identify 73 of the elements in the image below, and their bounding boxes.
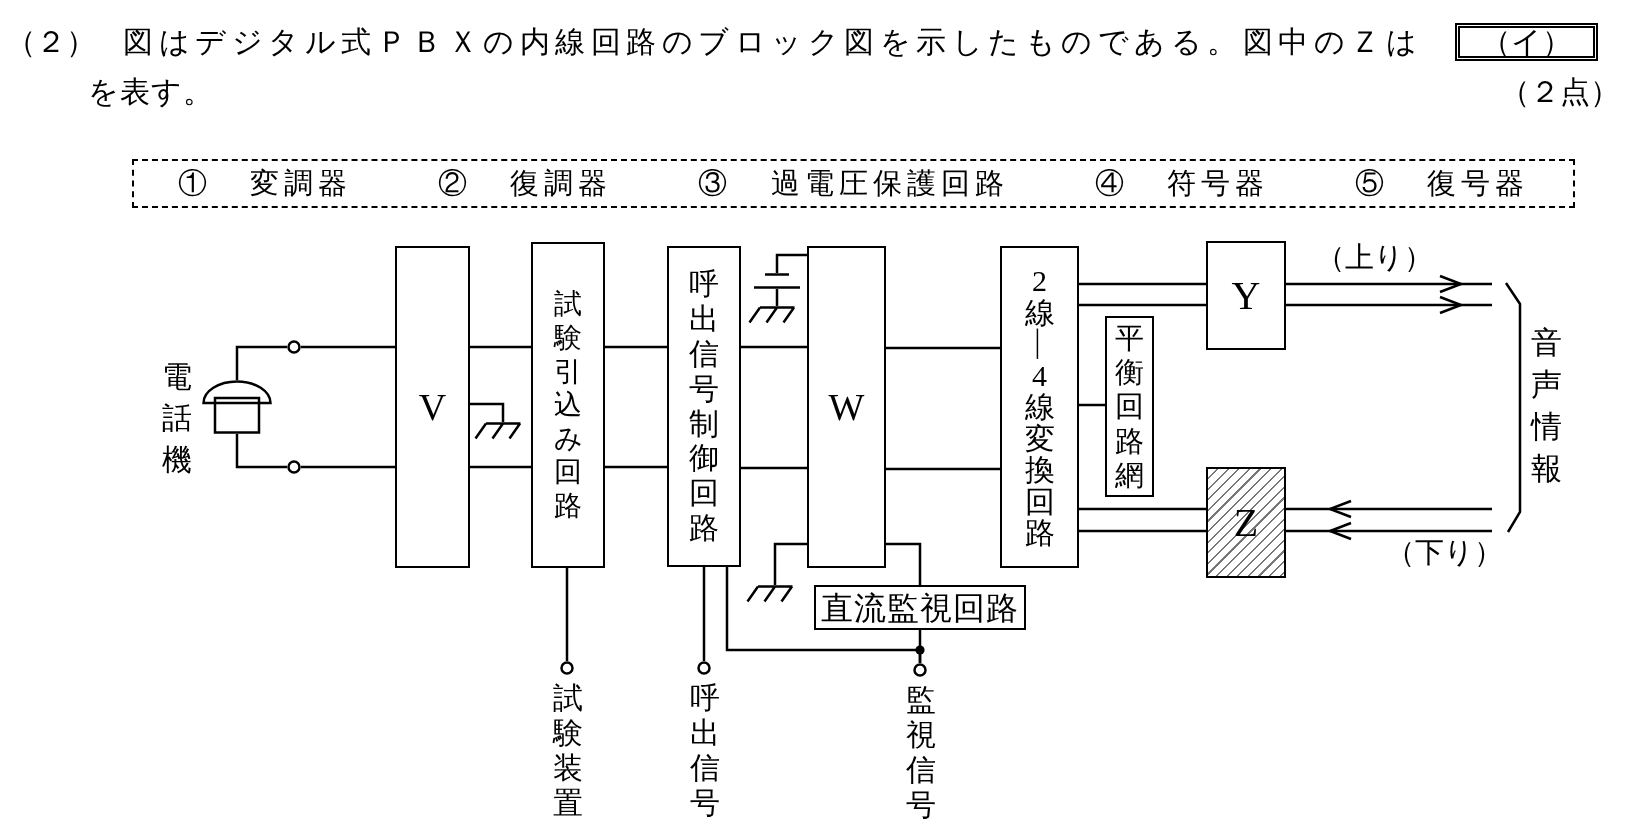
- circuit-block: [395, 246, 470, 568]
- ground-icon: [746, 585, 794, 603]
- question-number: （２）: [6, 27, 96, 57]
- block-label: 直流監視回路: [821, 591, 1019, 624]
- wire: [565, 568, 569, 661]
- wire: [301, 345, 395, 349]
- wire: [470, 402, 505, 422]
- terminal-icon: [913, 663, 927, 677]
- circuit-block: [1105, 316, 1154, 497]
- block-letter: W: [828, 388, 865, 426]
- block-label: 呼出信号制御回路: [689, 267, 719, 546]
- wire: [886, 346, 1000, 350]
- terminal-icon: [697, 661, 711, 675]
- circuit-block: [807, 246, 886, 568]
- score-note: （２点）: [1500, 77, 1620, 107]
- wire: [886, 542, 922, 585]
- blank-label: （イ）: [1481, 27, 1572, 57]
- circuit-block: [1206, 241, 1286, 350]
- ground-icon: [474, 422, 522, 440]
- arrow: [1286, 521, 1492, 541]
- block-letter: V: [418, 388, 447, 426]
- wire: [1079, 403, 1105, 407]
- circuit-block: [531, 242, 605, 568]
- wire: [775, 289, 779, 306]
- choice-item: ④ 符号器: [1094, 169, 1269, 198]
- circuit-block: [1000, 246, 1079, 568]
- terminal-icon: [287, 340, 301, 354]
- wire: [235, 345, 287, 380]
- wire: [775, 253, 807, 273]
- arrow: [1286, 295, 1492, 315]
- wire: [470, 465, 531, 469]
- question-text: 図はデジタル式ＰＢＸの内線回路のブロック図を示したものである。図中のＺは: [123, 27, 1422, 57]
- wire: [741, 466, 807, 470]
- circuit-block: [814, 585, 1026, 630]
- circuit-block: [667, 246, 741, 567]
- wire: [605, 465, 667, 469]
- hatched-block: [1206, 467, 1286, 578]
- terminal-label: 呼出信号: [690, 680, 720, 821]
- wire: [470, 345, 531, 349]
- terminal-icon: [287, 460, 301, 474]
- terminal-label: 試験装置: [553, 680, 583, 821]
- wire: [301, 465, 395, 469]
- terminal-label: 監視信号: [906, 682, 936, 823]
- capacitor-icon: [753, 273, 801, 289]
- device-label: 電話機: [162, 359, 192, 478]
- ground-icon: [748, 306, 796, 324]
- wire: [918, 630, 922, 663]
- choice-item: ② 復調器: [438, 169, 613, 198]
- wire: [1079, 529, 1206, 533]
- telephone-icon: [202, 380, 272, 434]
- wire: [1079, 282, 1206, 286]
- arrow: [1286, 499, 1492, 519]
- question-text: を表す。: [88, 77, 214, 107]
- answer-box: [1455, 23, 1598, 61]
- block-label: 試験引込み回路: [554, 287, 582, 523]
- wire: [702, 567, 706, 661]
- block-label: 2線―4線変換回路: [1024, 265, 1055, 549]
- wire: [605, 345, 667, 349]
- block-letter: Y: [1231, 275, 1261, 316]
- signal-label: 音声情報: [1530, 324, 1562, 488]
- wire: [235, 434, 287, 469]
- choice-item: ① 変調器: [178, 169, 353, 198]
- wire: [1079, 303, 1206, 307]
- choice-list-box: [132, 159, 1575, 208]
- wire: [1079, 507, 1206, 511]
- wire: [741, 345, 807, 349]
- wire: [773, 542, 807, 585]
- choice-item: ③ 過電圧保護回路: [698, 169, 1009, 198]
- terminal-icon: [560, 661, 574, 675]
- wire: [886, 467, 1000, 471]
- block-label: 平衡回路網: [1115, 320, 1144, 493]
- choice-item: ⑤ 復号器: [1354, 169, 1529, 198]
- block-letter: Z: [1233, 502, 1259, 543]
